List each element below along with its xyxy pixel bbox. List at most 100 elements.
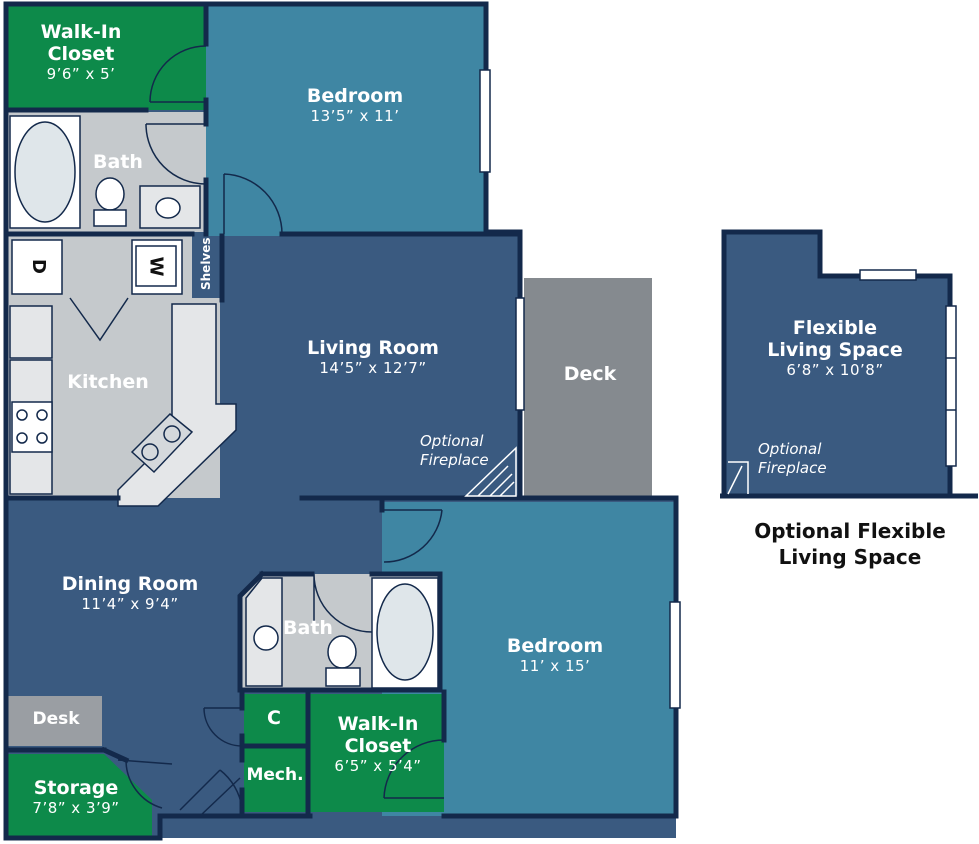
door-bath-top: [145, 123, 207, 185]
room-walkin-closet-bottom: Walk-In Closet 6’5” x 5’4”: [318, 713, 438, 775]
door-walkin-top: [149, 45, 207, 103]
door-mech: [179, 769, 243, 811]
stove: [11, 401, 53, 453]
room-storage: Storage 7’8” x 3’9”: [18, 777, 134, 817]
washer-inner: [135, 245, 177, 287]
room-mech: Mech.: [240, 765, 310, 786]
room-dim: 11’ x 15’: [519, 656, 591, 675]
room-bedroom-top: Bedroom 13’5” x 11’: [270, 85, 440, 125]
mech-area: [244, 748, 306, 812]
kitchen-fixtures: [9, 239, 237, 507]
room-dim: 14’5” x 12’7”: [319, 358, 427, 377]
window-living: [515, 297, 525, 411]
windows: [479, 69, 681, 709]
room-dim: 9’6” x 5’: [46, 64, 116, 83]
bath-bottom-left-wall: [237, 570, 443, 693]
fridge: [9, 305, 53, 359]
flex-window-top: [859, 269, 917, 281]
shelves-area: [192, 236, 220, 298]
storage-wall: [100, 746, 130, 764]
room-name: Dining Room: [61, 573, 199, 595]
room-name: Bath: [93, 151, 143, 173]
deck-area: [524, 278, 652, 498]
door-closet-c: [203, 707, 243, 747]
room-dim: 6’8” x 10’8”: [786, 360, 884, 379]
floor-areas: [6, 0, 696, 844]
burner: [16, 432, 28, 444]
door-bath-bottom: [313, 573, 373, 633]
optional-fireplace-flex-label: Optional Fireplace: [758, 440, 827, 477]
burner: [16, 409, 28, 421]
dryer-unit: [11, 239, 63, 295]
sink-bottom: [253, 625, 279, 651]
tub-bottom-basin: [376, 583, 434, 681]
sink-top: [155, 197, 181, 219]
walls: [3, 1, 679, 841]
outer-wall-left: [3, 1, 313, 841]
room-name: Bedroom: [306, 85, 404, 107]
room-name: Walk-In Closet: [337, 713, 419, 757]
closet-c-area: [244, 694, 306, 744]
room-name: Desk: [32, 709, 80, 729]
door-bedroom-top: [223, 173, 283, 235]
room-name: Storage: [33, 777, 119, 799]
door-storage: [117, 759, 173, 809]
room-kitchen: Kitchen: [58, 371, 158, 394]
door-walkin-bottom: [383, 739, 445, 799]
optional-fireplace-label: Optional Fireplace: [420, 432, 489, 469]
room-bath-bottom: Bath: [278, 617, 338, 640]
room-name: Bath: [283, 617, 333, 639]
room-dim: 11’4” x 9’4”: [81, 594, 179, 613]
void-bottom-right: [676, 498, 696, 844]
burner: [36, 432, 48, 444]
toilet-bottom-tank: [325, 667, 361, 687]
doors: [117, 45, 445, 817]
fireplace-hatch: [477, 465, 515, 497]
room-name: Kitchen: [67, 371, 149, 393]
toilet-top: [95, 177, 125, 211]
door-bedroom-bottom: [383, 509, 443, 563]
fireplace: [464, 446, 517, 497]
flexible-caption: Optional Flexible Living Space: [754, 519, 946, 569]
flexible-space: [720, 229, 978, 499]
washer-label: W: [145, 256, 167, 277]
flex-fireplace: [727, 461, 749, 495]
room-living: Living Room 14’5” x 12’7”: [288, 337, 458, 377]
dryer-label: D: [27, 259, 49, 274]
room-closet-c: C: [254, 707, 294, 730]
room-deck: Deck: [550, 363, 630, 386]
sink-drain: [141, 443, 159, 461]
room-dining: Dining Room 11’4” x 9’4”: [50, 573, 210, 613]
room-name: Living Room: [307, 337, 439, 359]
storage-area: [8, 754, 152, 836]
room-name: Walk-In Closet: [40, 21, 122, 65]
toilet-top-tank: [93, 209, 127, 227]
room-dim: 6’5” x 5’4”: [334, 756, 422, 775]
toilet-bottom: [327, 635, 357, 669]
room-desk: Desk: [18, 709, 94, 730]
room-walkin-closet-top: Walk-In Closet 9’6” x 5’: [26, 21, 136, 83]
door-front: [199, 777, 241, 817]
room-bedroom-bottom: Bedroom 11’ x 15’: [480, 635, 630, 675]
desk-area: [8, 696, 102, 746]
burner: [36, 409, 48, 421]
window-bedroom-bottom: [669, 601, 681, 709]
shelves-label: Shelves: [199, 237, 213, 290]
room-name: Bedroom: [506, 635, 604, 657]
room-bath-top: Bath: [88, 151, 148, 174]
room-dim: 13’5” x 11’: [310, 106, 400, 125]
flex-window-right: [945, 305, 957, 467]
room-name: Mech.: [246, 765, 304, 785]
bedroom-top-area: [206, 4, 486, 236]
room-name: Flexible Living Space: [767, 317, 903, 361]
window-bedroom-top: [479, 69, 491, 173]
bath-bottom-wall-2: [369, 571, 443, 693]
tub-top-basin: [14, 121, 76, 223]
room-name: C: [267, 707, 281, 729]
kitchen-door-swing: [69, 297, 129, 342]
room-name: Deck: [563, 363, 617, 385]
walkin-closet-bottom-area: [310, 694, 444, 812]
bath-fixtures: [9, 115, 439, 689]
sink-drain: [163, 425, 181, 443]
